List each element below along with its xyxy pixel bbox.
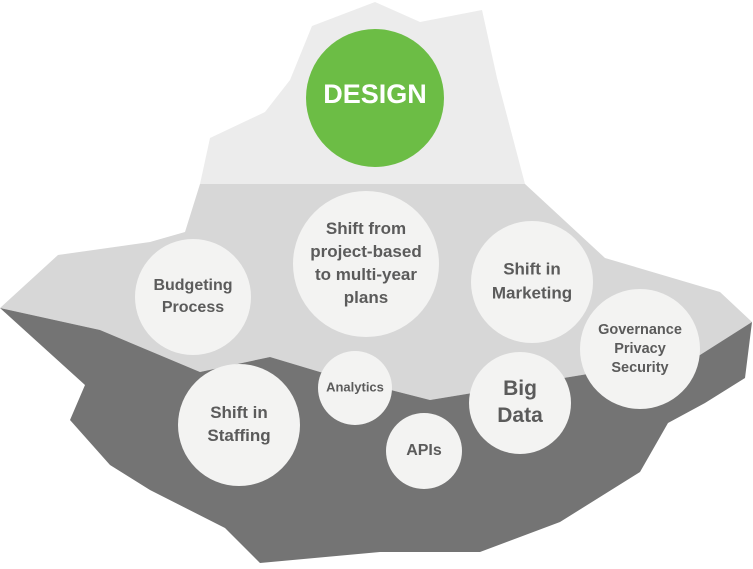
bubble-label-line: Governance: [598, 322, 682, 338]
bubble-circle: [469, 352, 571, 454]
bubble-label-line: APIs: [406, 442, 442, 459]
bubble-label-line: Shift from: [326, 219, 406, 238]
bubble-circle: [178, 364, 300, 486]
bubble-circle: [386, 413, 462, 489]
design-node: DESIGN: [306, 29, 444, 167]
bubble-label-line: Process: [162, 299, 224, 316]
bubble-shift-from-project-based: Shift from project-based to multi-year plan…: [293, 191, 439, 337]
bubble-label-line: Big: [503, 377, 537, 400]
bubble-label-line: Marketing: [492, 283, 572, 302]
bubble-label-line: project-based: [310, 242, 421, 261]
design-label: DESIGN: [323, 79, 427, 109]
bubble-shift-in-marketing: Shift in Marketing: [471, 221, 593, 343]
bubble-circle: [580, 289, 700, 409]
bubble-label-line: Privacy: [614, 341, 666, 357]
bubble-label-line: Data: [497, 404, 543, 427]
bubble-analytics: Analytics: [318, 351, 392, 425]
bubble-label-line: Shift in: [210, 403, 268, 422]
design-circle: [306, 29, 444, 167]
bubble-apis: APIs: [386, 413, 462, 489]
bubble-label-line: Security: [611, 360, 668, 376]
bubble-shift-in-staffing: Shift in Staffing: [178, 364, 300, 486]
bubble-label-line: Budgeting: [153, 277, 232, 294]
bubble-circle: [135, 239, 251, 355]
bubble-label-line: Shift in: [503, 259, 561, 278]
bubble-label-line: plans: [344, 288, 388, 307]
bubble-label-line: Staffing: [207, 426, 270, 445]
bubble-circle: [318, 351, 392, 425]
bubble-circle: [471, 221, 593, 343]
bubble-label-line: to multi-year: [315, 265, 417, 284]
iceberg-base-layer: [0, 308, 752, 563]
bubble-circle: [293, 191, 439, 337]
bubble-label-line: Analytics: [326, 379, 384, 394]
